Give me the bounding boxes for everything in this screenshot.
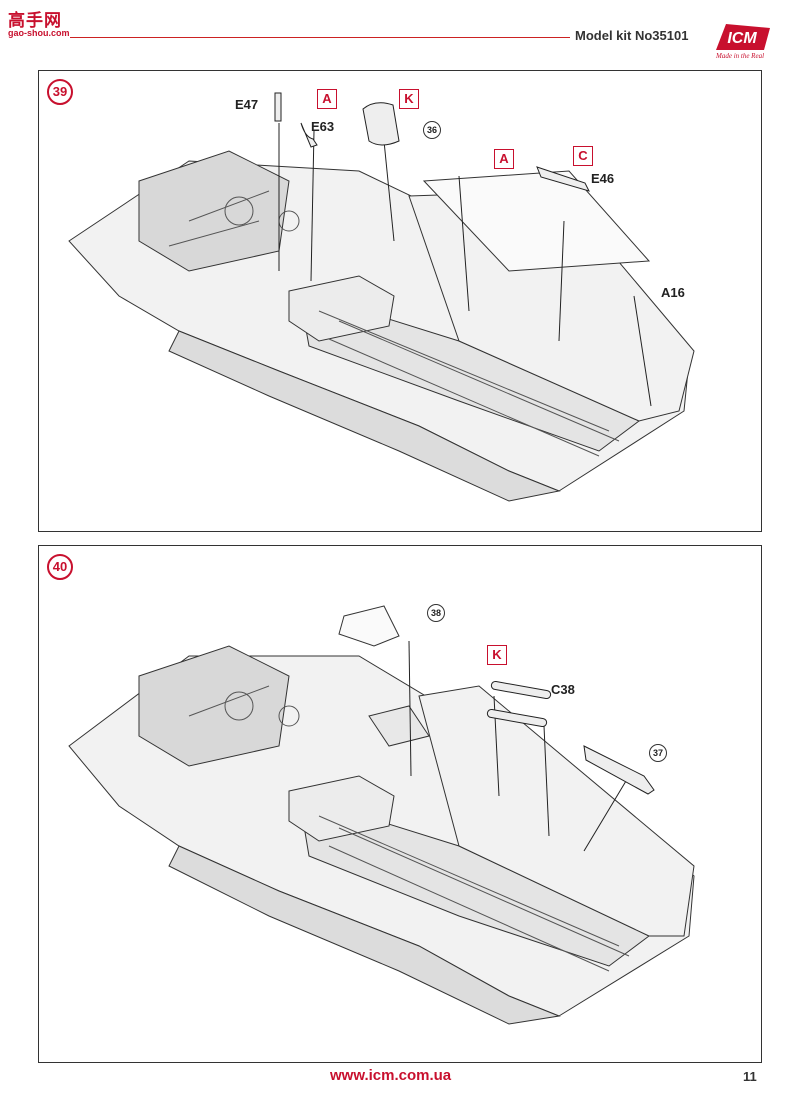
part-label-a16: A16: [661, 285, 685, 300]
sprue-box-c: C: [573, 146, 593, 166]
watermark-url: gao-shou.com: [8, 28, 70, 38]
step-39-drawing: [68, 92, 695, 502]
step-40-badge: 40: [47, 554, 73, 580]
ref-step-36: 36: [423, 121, 441, 139]
header-rule: [70, 37, 570, 38]
model-kit-title: Model kit No35101: [575, 28, 689, 43]
part-label-e46: E46: [591, 171, 615, 186]
footer-url-link[interactable]: www.icm.com.ua: [330, 1067, 452, 1084]
ref-step-37: 37: [649, 744, 667, 762]
sprue-box-k-step40: K: [487, 645, 507, 665]
part-label-e47: E47: [235, 97, 259, 112]
step-40-panel: 40 38 K C38 37: [38, 545, 762, 1063]
ref-step-38: 38: [427, 604, 445, 622]
step-39-panel: 39 E47 A E63 K 36 A C E46 A16: [38, 70, 762, 532]
watermark-logo: 高手网 gao-shou.com: [8, 6, 78, 40]
icm-logo: ICM Made in the Real: [712, 18, 772, 66]
part-label-e63: E63: [311, 119, 335, 134]
step-39-badge: 39: [47, 79, 73, 105]
watermark-chars: 高手网: [8, 11, 62, 31]
icm-logo-mark: [716, 24, 770, 50]
sprue-box-a-second: A: [494, 149, 514, 169]
sprue-box-a: A: [317, 89, 337, 109]
logo-tagline: Made in the Real: [716, 52, 765, 60]
logo-text: ICM: [727, 30, 757, 47]
page-number: 11: [743, 1069, 757, 1084]
step-40-drawing: [68, 605, 695, 1025]
part-label-c38: C38: [551, 682, 575, 697]
sprue-box-k: K: [399, 89, 419, 109]
